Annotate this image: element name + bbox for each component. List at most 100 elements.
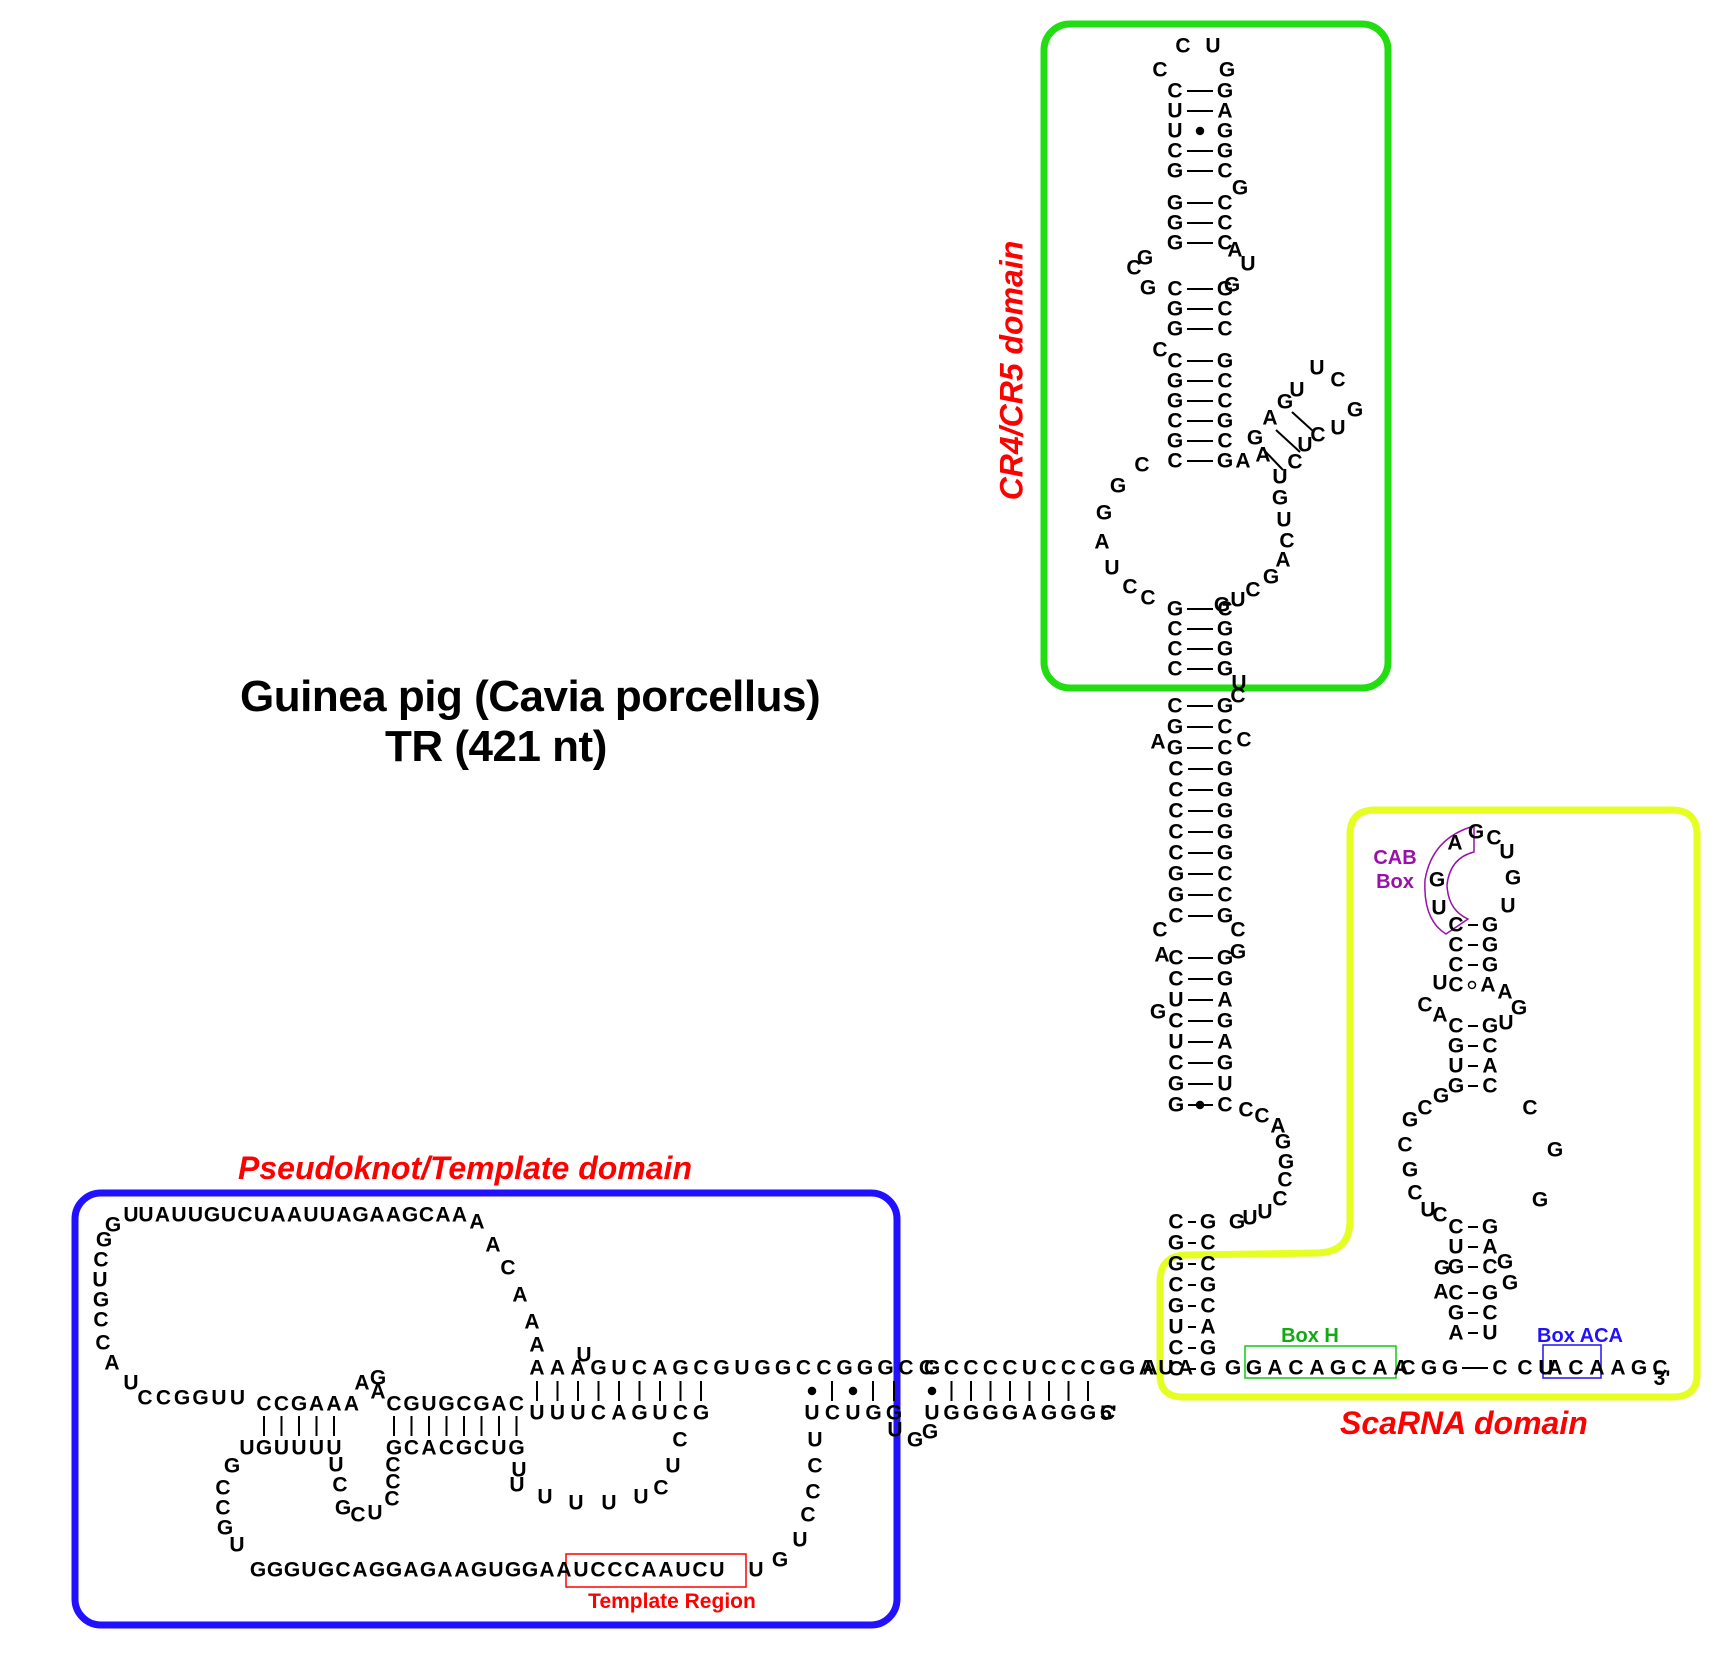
loop-nucleotide: A [369,1204,384,1227]
helix-nucleotide: G [1167,160,1183,183]
helix-nucleotide: G [1217,968,1233,991]
template-strand-nucleotide: G [420,1559,436,1582]
pseudoknot-nucleotide: C [404,1437,419,1460]
p1-nucleotide: A [1139,1357,1154,1380]
template-strand-nucleotide: A [352,1559,367,1582]
nucleotide: C [1310,424,1325,447]
box-h-box [1244,1345,1397,1379]
nucleotide: A [354,1372,369,1395]
pseudoknot-domain-box [71,1189,901,1629]
nucleotide: G [1150,1001,1166,1024]
nucleotide: A [1262,407,1277,430]
nucleotide: U [537,1486,552,1509]
nucleotide: U [1330,417,1345,440]
nucleotide: U [792,1529,807,1552]
nucleotide: G [1275,1131,1291,1154]
helix-nucleotide: C [1168,758,1183,781]
nucleotide: G [886,1402,902,1425]
nucleotide: U [748,1559,763,1582]
pseudoknot-nucleotide: C [816,1357,831,1380]
nucleotide: A [1433,1281,1448,1304]
nucleotide: U [1538,1357,1553,1380]
pseudoknot-nucleotide: U [611,1357,626,1380]
nucleotide: G [1421,1357,1437,1380]
nucleotide: G [1429,869,1445,892]
pseudoknot-nucleotide: G [713,1357,729,1380]
pseudoknot-nucleotide: C [256,1393,271,1416]
nucleotide: C [1140,587,1155,610]
gu-wobble-pair-mark [1195,1100,1205,1110]
loop-nucleotide: U [221,1204,236,1227]
nucleotide: U [367,1502,382,1525]
helix-nucleotide: G [1482,954,1498,977]
helix-nucleotide: C [1217,863,1232,886]
nucleotide: G [1247,427,1263,450]
pseudoknot-nucleotide: U [291,1437,306,1460]
p1-nucleotide: C [944,1357,959,1380]
nucleotide: C [1407,1182,1422,1205]
pseudoknot-nucleotide: U [326,1437,341,1460]
pseudoknot-nucleotide: G [857,1357,873,1380]
p1-nucleotide: C [1041,1357,1056,1380]
template-region-label: Template Region [588,1590,756,1613]
helix-nucleotide: G [1200,1358,1216,1381]
nucleotide: C [350,1504,365,1527]
nucleotide: U [123,1204,138,1227]
cab-box-outline [1424,825,1475,935]
nucleotide: G [224,1455,240,1478]
helix-nucleotide: C [1217,884,1232,907]
template-strand-nucleotide: U [709,1559,724,1582]
helix-nucleotide: A [1448,1322,1463,1345]
box-aca-box [1542,1344,1602,1379]
nucleotide: A [1610,1357,1625,1380]
p1-nucleotide: G [1060,1402,1076,1425]
nucleotide: U [804,1402,819,1425]
nucleotide: C [156,1387,171,1410]
nucleotide: G [1631,1357,1647,1380]
helix-nucleotide: A [1482,1236,1497,1259]
pseudoknot-nucleotide: G [672,1357,688,1380]
p1-nucleotide: A [1178,1357,1193,1380]
p1-nucleotide: G [963,1402,979,1425]
helix-nucleotide: U [1167,100,1182,123]
nucleotide: A [370,1381,385,1404]
helix-nucleotide: C [1167,278,1182,301]
helix-nucleotide: G [1217,410,1233,433]
helix-nucleotide: C [1167,695,1182,718]
nucleotide: G [1277,391,1293,414]
template-strand-nucleotide: C [590,1559,605,1582]
p1-nucleotide: G [1041,1402,1057,1425]
helix-nucleotide: G [1200,1274,1216,1297]
scarna-domain-label: ScaRNA domain [1340,1405,1588,1441]
nucleotide: C [805,1481,820,1504]
helix-nucleotide: G [1167,716,1183,739]
gu-wobble-pair-mark [848,1386,858,1396]
nucleotide: A [512,1284,527,1307]
helix-nucleotide: C [1167,410,1182,433]
nucleotide: U [568,1492,583,1515]
template-strand-nucleotide: A [454,1559,469,1582]
helix-nucleotide: A [1217,989,1232,1012]
p1-nucleotide: U [1022,1357,1037,1380]
p1-nucleotide: U [1158,1357,1173,1380]
helix-nucleotide: G [1217,1010,1233,1033]
nucleotide: A [104,1352,119,1375]
helix-nucleotide: C [1200,1295,1215,1318]
template-strand-nucleotide: G [522,1559,538,1582]
helix-nucleotide: C [1168,1358,1183,1381]
nucleotide: G [1232,177,1248,200]
nucleotide: U [229,1534,244,1557]
helix-nucleotide: C [1168,821,1183,844]
nucleotide: G [907,1429,923,1452]
nucleotide: U [807,1429,822,1452]
template-strand-nucleotide: G [284,1559,300,1582]
nucleotide: C [500,1257,515,1280]
helix-nucleotide: G [1217,658,1233,681]
helix-nucleotide: C [1200,1253,1215,1276]
nucleotide: A [1255,444,1270,467]
helix-nucleotide: G [1217,905,1233,928]
nucleotide: U [570,1402,585,1425]
pseudoknot-nucleotide: A [550,1357,565,1380]
nucleotide: U [576,1344,591,1367]
nucleotide: U [845,1402,860,1425]
